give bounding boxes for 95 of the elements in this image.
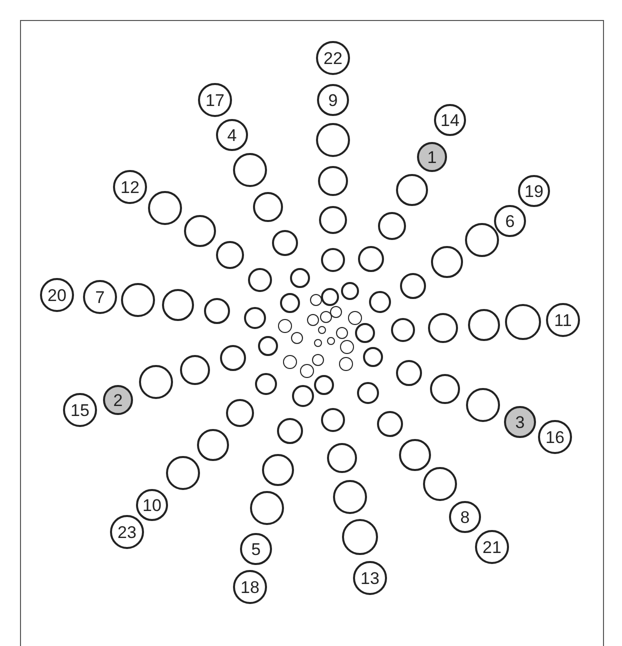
empty-circle: [399, 439, 431, 471]
empty-circle: [333, 480, 367, 514]
empty-circle: [348, 311, 362, 325]
numbered-circle: 13: [353, 561, 387, 595]
empty-circle: [226, 399, 254, 427]
empty-circle: [277, 418, 303, 444]
empty-circle: [184, 215, 216, 247]
numbered-circle: 22: [316, 41, 350, 75]
empty-circle: [204, 298, 230, 324]
empty-circle: [465, 223, 499, 257]
empty-circle: [148, 191, 182, 225]
numbered-circle: 18: [233, 570, 267, 604]
empty-circle: [197, 429, 229, 461]
numbered-circle: 21: [475, 530, 509, 564]
numbered-circle: 15: [63, 393, 97, 427]
empty-circle: [278, 319, 292, 333]
empty-circle: [121, 283, 155, 317]
empty-circle: [307, 314, 319, 326]
numbered-circle: 12: [113, 170, 147, 204]
empty-circle: [378, 212, 406, 240]
numbered-circle: 11: [546, 303, 580, 337]
empty-circle: [290, 268, 310, 288]
empty-circle: [330, 306, 342, 318]
empty-circle: [341, 282, 359, 300]
empty-circle: [255, 373, 277, 395]
empty-circle: [336, 327, 348, 339]
empty-circle: [314, 339, 322, 347]
empty-circle: [400, 273, 426, 299]
shaded-numbered-circle: 1: [417, 142, 447, 172]
numbered-circle: 19: [518, 175, 550, 207]
empty-circle: [430, 374, 460, 404]
empty-circle: [272, 230, 298, 256]
numbered-circle: 7: [83, 280, 117, 314]
empty-circle: [280, 293, 300, 313]
empty-circle: [466, 388, 500, 422]
empty-circle: [216, 241, 244, 269]
empty-circle: [312, 354, 324, 366]
empty-circle: [166, 456, 200, 490]
numbered-circle: 17: [198, 83, 232, 117]
numbered-circle: 6: [494, 205, 526, 237]
numbered-circle: 20: [40, 278, 74, 312]
empty-circle: [319, 206, 347, 234]
empty-circle: [342, 519, 378, 555]
empty-circle: [396, 360, 422, 386]
empty-circle: [321, 288, 339, 306]
empty-circle: [423, 467, 457, 501]
numbered-circle: 23: [110, 515, 144, 549]
empty-circle: [396, 174, 428, 206]
numbered-circle: 14: [434, 104, 466, 136]
empty-circle: [339, 357, 353, 371]
numbered-circle: 8: [449, 501, 481, 533]
empty-circle: [244, 307, 266, 329]
empty-circle: [355, 323, 375, 343]
numbered-circle: 5: [240, 533, 272, 565]
empty-circle: [262, 454, 294, 486]
empty-circle: [250, 491, 284, 525]
empty-circle: [505, 304, 541, 340]
empty-circle: [318, 326, 326, 334]
numbered-circle: 16: [538, 420, 572, 454]
empty-circle: [377, 411, 403, 437]
shaded-numbered-circle: 3: [504, 406, 536, 438]
numbered-circle: 10: [136, 489, 168, 521]
empty-circle: [321, 248, 345, 272]
empty-circle: [300, 364, 314, 378]
empty-circle: [180, 355, 210, 385]
empty-circle: [248, 268, 272, 292]
empty-circle: [369, 291, 391, 313]
empty-circle: [316, 123, 350, 157]
empty-circle: [283, 355, 297, 369]
empty-circle: [310, 294, 322, 306]
empty-circle: [358, 246, 384, 272]
numbered-circle: 4: [216, 119, 248, 151]
empty-circle: [258, 336, 278, 356]
empty-circle: [391, 318, 415, 342]
empty-circle: [320, 311, 332, 323]
empty-circle: [340, 340, 354, 354]
empty-circle: [292, 385, 314, 407]
empty-circle: [468, 309, 500, 341]
empty-circle: [428, 313, 458, 343]
empty-circle: [318, 166, 348, 196]
empty-circle: [220, 345, 246, 371]
empty-circle: [314, 375, 334, 395]
empty-circle: [253, 192, 283, 222]
empty-circle: [327, 337, 335, 345]
empty-circle: [162, 289, 194, 321]
shaded-numbered-circle: 2: [103, 385, 133, 415]
numbered-circle: 9: [317, 84, 349, 116]
empty-circle: [321, 408, 345, 432]
empty-circle: [363, 347, 383, 367]
empty-circle: [357, 382, 379, 404]
empty-circle: [431, 246, 463, 278]
empty-circle: [291, 332, 303, 344]
empty-circle: [233, 153, 267, 187]
empty-circle: [139, 365, 173, 399]
empty-circle: [327, 443, 357, 473]
